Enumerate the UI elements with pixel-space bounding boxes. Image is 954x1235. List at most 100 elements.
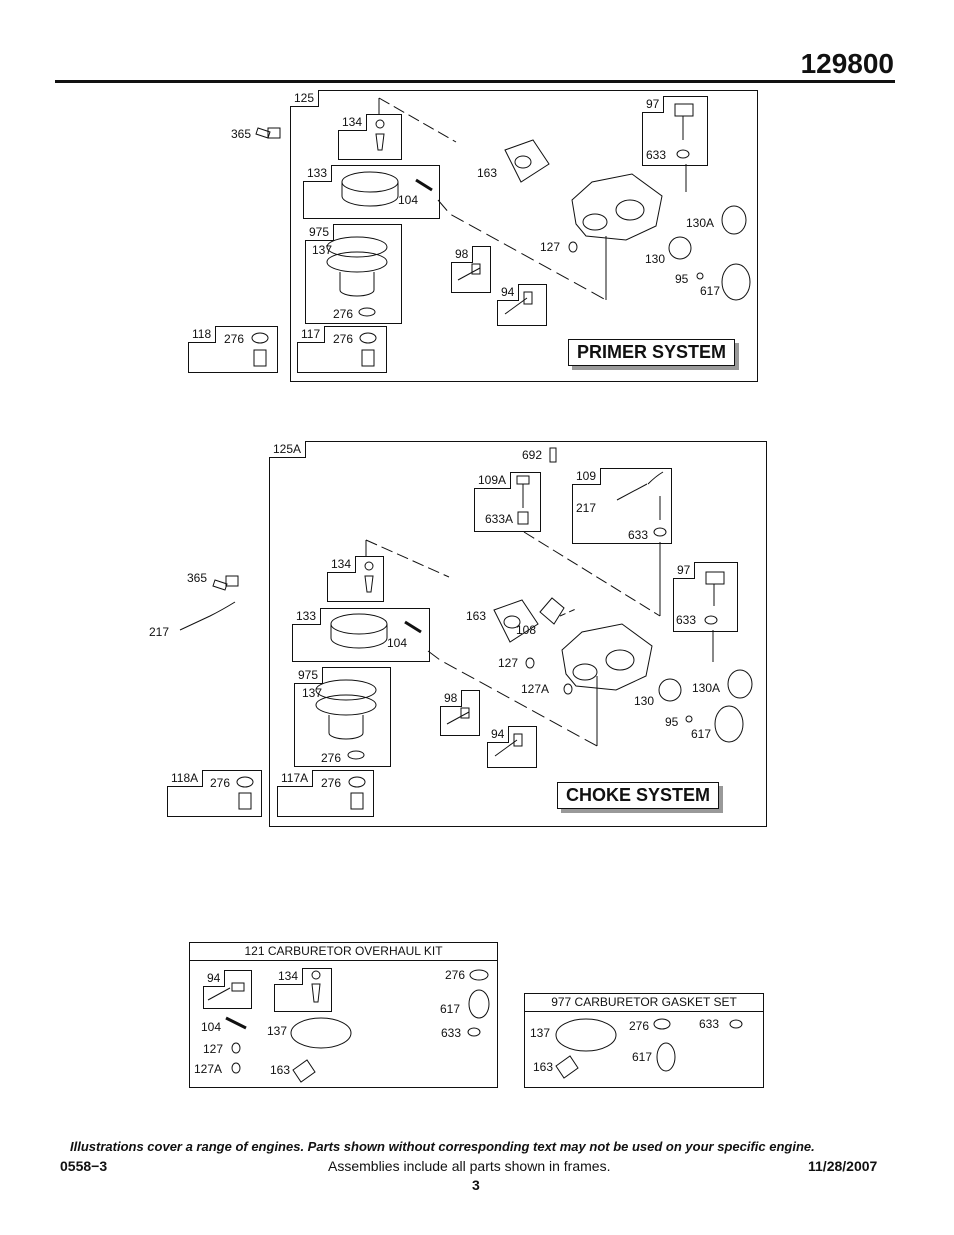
primer-gasket-163 xyxy=(504,139,550,183)
primer-system-label: PRIMER SYSTEM xyxy=(568,339,736,366)
choke-98-tag: 98 xyxy=(440,690,463,707)
page-number: 3 xyxy=(472,1177,480,1193)
footer-date: 11/28/2007 xyxy=(808,1158,878,1174)
gasket-label-137: 137 xyxy=(530,1026,551,1040)
kit-label-617: 617 xyxy=(440,1002,461,1016)
primer-975-rings xyxy=(326,236,388,317)
choke-118A-frame xyxy=(167,770,262,817)
primer-label-130A: 130A xyxy=(686,216,715,230)
primer-134-tag: 134 xyxy=(338,114,368,131)
primer-label-127: 127 xyxy=(540,240,561,254)
model-number: 129800 xyxy=(800,48,894,79)
choke-label-108: 108 xyxy=(516,623,537,637)
choke-label-692: 692 xyxy=(522,448,543,462)
primer-label-276-c: 276 xyxy=(333,332,354,346)
choke-97-frame xyxy=(673,562,738,632)
kit-parts xyxy=(207,969,490,1083)
primer-label-104: 104 xyxy=(398,193,419,207)
choke-label-276-c: 276 xyxy=(321,776,342,790)
primer-97-tag: 97 xyxy=(642,96,665,113)
gasket-label-633: 633 xyxy=(699,1017,720,1031)
primer-label-365: 365 xyxy=(231,127,252,141)
choke-label-217-b: 217 xyxy=(149,625,170,639)
choke-label-633-b: 633 xyxy=(676,613,697,627)
header-rule xyxy=(55,80,895,83)
primer-bulb-133 xyxy=(341,171,433,207)
primer-label-163: 163 xyxy=(477,166,498,180)
gasket-label-617: 617 xyxy=(632,1050,653,1064)
primer-label-617: 617 xyxy=(700,284,721,298)
primer-975-tag: 975 xyxy=(305,224,335,241)
choke-975-frame xyxy=(294,667,391,767)
choke-118A-tag: 118A xyxy=(167,770,204,787)
choke-label-276-b: 276 xyxy=(210,776,231,790)
choke-label-130: 130 xyxy=(634,694,655,708)
choke-label-137: 137 xyxy=(302,686,323,700)
gasket-label-163: 163 xyxy=(533,1060,554,1074)
choke-975-tag: 975 xyxy=(294,667,324,684)
choke-label-130A: 130A xyxy=(692,681,721,695)
kit-94-frame xyxy=(203,970,252,1009)
choke-94-frame xyxy=(487,726,537,768)
choke-parts xyxy=(179,447,753,810)
primer-label-130: 130 xyxy=(645,252,666,266)
choke-label-217-a: 217 xyxy=(576,501,597,515)
choke-system-label: CHOKE SYSTEM xyxy=(557,782,720,809)
choke-assembly-frame xyxy=(269,441,767,827)
gasket-parts xyxy=(555,1018,743,1079)
kit-label-276: 276 xyxy=(445,968,466,982)
choke-label-365: 365 xyxy=(187,571,208,585)
kit-label-127A: 127A xyxy=(194,1062,223,1076)
primer-117-frame xyxy=(297,326,387,373)
footer-assemblies-note: Assemblies include all parts shown in fr… xyxy=(328,1158,611,1174)
choke-117A-frame xyxy=(277,770,374,817)
overhaul-kit-title: 121 CARBURETOR OVERHAUL KIT xyxy=(190,943,497,961)
kit-label-633: 633 xyxy=(441,1026,462,1040)
kit-label-163: 163 xyxy=(270,1063,291,1077)
choke-97-tag: 97 xyxy=(673,562,696,579)
primer-carburetor xyxy=(571,173,663,241)
primer-plates xyxy=(568,205,751,301)
choke-133-tag: 133 xyxy=(292,608,322,625)
choke-label-127A: 127A xyxy=(521,682,550,696)
choke-label-633-a: 633 xyxy=(628,528,649,542)
primer-98-tag: 98 xyxy=(451,246,474,263)
kit-134-tag: 134 xyxy=(274,968,304,985)
primer-bulb-134 xyxy=(375,119,385,151)
choke-109A-tag: 109A xyxy=(474,472,512,489)
primer-97-lever xyxy=(674,103,694,159)
primer-97-frame xyxy=(642,96,708,166)
kit-label-104: 104 xyxy=(201,1020,222,1034)
primer-screws-98-94 xyxy=(457,263,533,315)
primer-leader-lines xyxy=(378,97,687,301)
choke-133-frame xyxy=(292,608,430,662)
gasket-label-276: 276 xyxy=(629,1019,650,1033)
kit-94-tag: 94 xyxy=(203,970,226,987)
choke-134-tag: 134 xyxy=(327,556,357,573)
primer-975-frame xyxy=(305,224,402,324)
primer-label-633: 633 xyxy=(646,148,667,162)
gasket-set-frame: 977 CARBURETOR GASKET SET xyxy=(524,993,764,1088)
gasket-set-title: 977 CARBURETOR GASKET SET xyxy=(525,994,763,1012)
choke-label-127: 127 xyxy=(498,656,519,670)
primer-134-frame xyxy=(338,114,402,160)
primer-assembly-tag: 125 xyxy=(290,90,320,107)
primer-118-frame xyxy=(188,326,278,373)
choke-label-95: 95 xyxy=(665,715,679,729)
overhaul-kit-frame: 121 CARBURETOR OVERHAUL KIT xyxy=(189,942,498,1088)
primer-label-276-a: 276 xyxy=(333,307,354,321)
primer-seat-276 xyxy=(251,332,377,367)
choke-117A-tag: 117A xyxy=(277,770,314,787)
choke-109-frame xyxy=(572,468,672,544)
primer-117-tag: 117 xyxy=(297,326,326,343)
primer-label-95: 95 xyxy=(675,272,689,286)
choke-94-tag: 94 xyxy=(487,726,510,743)
primer-133-tag: 133 xyxy=(303,165,333,182)
choke-label-104: 104 xyxy=(387,636,408,650)
primer-94-frame xyxy=(497,284,547,326)
primer-label-276-b: 276 xyxy=(224,332,245,346)
choke-label-633A: 633A xyxy=(485,512,514,526)
choke-label-163: 163 xyxy=(466,609,487,623)
primer-118-tag: 118 xyxy=(188,326,217,343)
